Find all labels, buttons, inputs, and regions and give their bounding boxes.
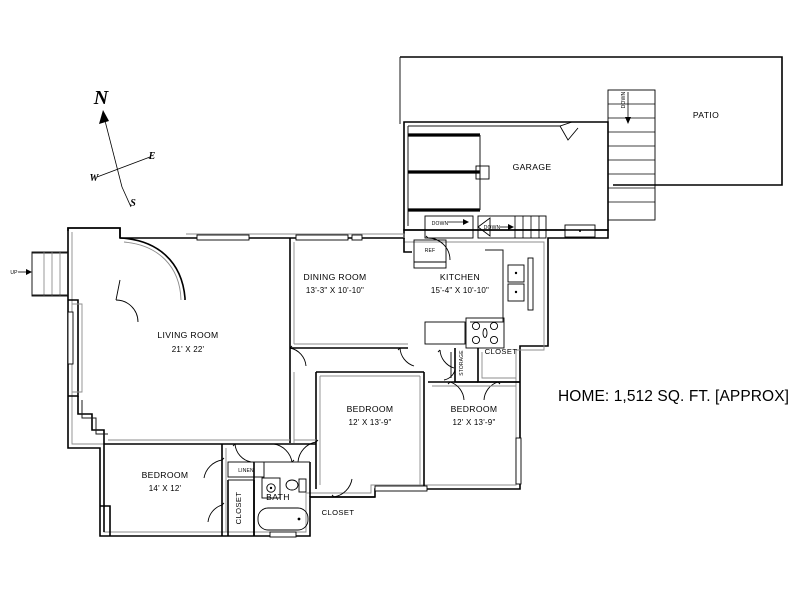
living-room-window-north-2 — [295, 234, 349, 241]
compass-label-north: N — [93, 87, 110, 109]
bedroom-right-dimensions: 12' X 13'-9" — [453, 418, 496, 427]
bathtub-fixture — [257, 507, 309, 531]
home-area-annotation: HOME: 1,512 SQ. FT. [APPROX] — [558, 388, 789, 405]
refrigerator-label: REF — [425, 248, 435, 254]
compass-north-arrowhead — [99, 110, 109, 124]
bedroom-middle-window-south — [374, 485, 428, 492]
bedroom-right-name: BEDROOM — [451, 404, 498, 414]
refrigerator-fixture — [413, 239, 447, 269]
stairs-down-mid-label: DOWN — [484, 225, 501, 231]
garage-label: GARAGE — [513, 162, 552, 172]
kitchen: REF KITCHEN 15'-4" X 10'-10" — [413, 235, 534, 349]
kitchen-dimensions: 15'-4" X 10'-10" — [431, 286, 489, 295]
hallway-details — [290, 439, 316, 445]
garage-interior-stairs: DOWN DOWN — [424, 215, 547, 239]
stairs-up-label: UP — [10, 270, 18, 276]
stairs-down-left-label: DOWN — [432, 221, 449, 227]
stairs-down-patio-label: DOWN — [621, 92, 627, 109]
bedroom-left-dimensions: 14' X 12' — [149, 484, 182, 493]
bedroom-left: BEDROOM 14' X 12' — [100, 444, 227, 536]
closet-bedroom-left-label: CLOSET — [234, 492, 243, 525]
linen-label: LINEN — [238, 468, 254, 474]
kitchen-name: KITCHEN — [440, 272, 480, 282]
garage-door-opener — [475, 165, 490, 180]
dining-room-dimensions: 13'-3" X 10'-10" — [306, 286, 364, 295]
closet-hall: CLOSET — [310, 478, 375, 517]
compass-label-east: E — [148, 151, 156, 162]
kitchen-window-east — [527, 257, 534, 311]
stairs-down-left-block — [424, 215, 474, 239]
living-room-window-north-1 — [196, 234, 250, 241]
living-room-name: LIVING ROOM — [157, 330, 218, 340]
living-room-dimensions: 21' X 22' — [172, 345, 205, 354]
dining-room: DINING ROOM 13'-3" X 10'-10" — [290, 238, 415, 367]
storage-label: STORAGE — [459, 350, 465, 376]
compass-label-west: W — [90, 173, 100, 184]
bath-window-south — [269, 531, 297, 538]
bedroom-right-window-east — [515, 437, 522, 485]
patio-label: PATIO — [693, 110, 719, 120]
stairs-up-west: UP — [10, 251, 69, 297]
linen-closet-box — [227, 461, 265, 478]
bedroom-left-name: BEDROOM — [142, 470, 189, 480]
closet-hall-label: CLOSET — [322, 508, 355, 517]
cooktop-range — [465, 317, 505, 349]
bathroom: BATH — [253, 443, 311, 538]
bedroom-middle-name: BEDROOM — [347, 404, 394, 414]
living-room-window-north-3 — [351, 234, 363, 241]
dining-room-name: DINING ROOM — [303, 272, 366, 282]
kitchen-counter — [424, 321, 466, 345]
patio-stairs: DOWN — [607, 89, 656, 221]
compass-rose: N E W S — [90, 87, 156, 209]
linen-closet: LINEN — [227, 461, 265, 478]
bedroom-right: BEDROOM 12' X 13'-9" — [428, 381, 522, 485]
kitchen-sink-lower — [507, 283, 525, 302]
toilet-fixture — [285, 479, 299, 491]
patio-area: PATIO — [399, 56, 783, 186]
kitchen-sink-upper — [507, 264, 525, 283]
living-room: LIVING ROOM 21' X 22' — [67, 227, 363, 463]
bath-label: BATH — [266, 492, 290, 502]
bath-vanity-sink — [261, 477, 281, 499]
compass-label-south: S — [130, 198, 136, 209]
closet-kitchen-label: CLOSET — [485, 347, 518, 356]
bedroom-middle: BEDROOM 12' X 13'-9" — [297, 371, 428, 492]
living-room-window-west — [67, 311, 74, 365]
bedroom-middle-dimensions: 12' X 13'-9" — [349, 418, 392, 427]
